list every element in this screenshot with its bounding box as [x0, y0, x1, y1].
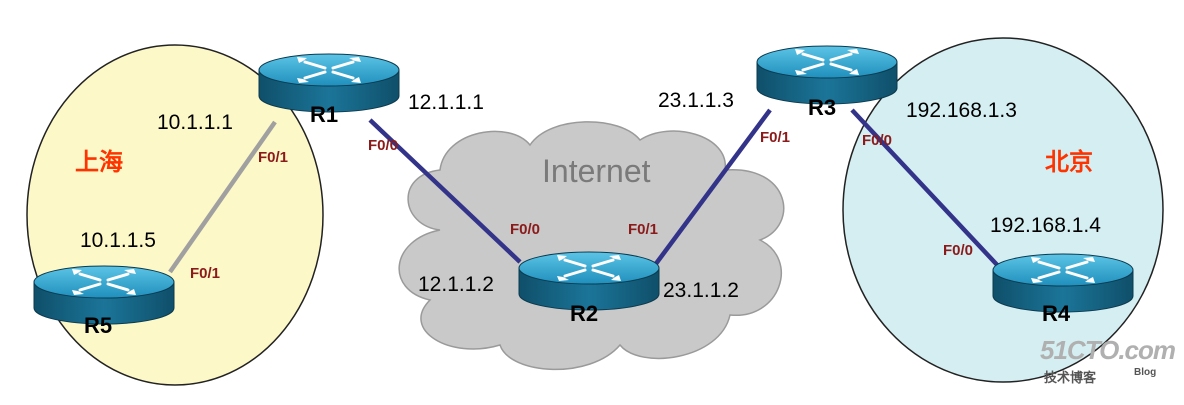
r1-name: R1: [310, 102, 339, 127]
r1-port-left: F0/1: [258, 149, 289, 166]
r2-ip-left: 12.1.1.2: [418, 273, 494, 296]
internet-label: Internet: [542, 153, 651, 189]
watermark-subtitle: 技术博客: [1044, 371, 1097, 386]
r1-ip-right: 12.1.1.1: [408, 91, 484, 114]
watermark-logo: 51CTO.com: [1040, 335, 1176, 365]
internet-cloud: [398, 121, 785, 371]
r4-ip: 192.168.1.4: [990, 214, 1101, 237]
r3-ip-left: 23.1.1.3: [658, 89, 734, 112]
link-r1-r5: [168, 120, 277, 274]
r2-port-right: F0/1: [628, 221, 659, 238]
shanghai-label: 上海: [75, 148, 123, 176]
r2-name: R2: [570, 301, 599, 326]
r3-port-right: F0/0: [862, 132, 893, 149]
watermark-blog: Blog: [1134, 367, 1157, 378]
r3-name: R3: [808, 95, 837, 120]
r4-name: R4: [1042, 301, 1071, 326]
r2-port-left: F0/0: [510, 221, 541, 238]
link-r3-r4: [850, 108, 1002, 270]
r5-port: F0/1: [190, 265, 221, 282]
r3-ip-right: 192.168.1.3: [906, 99, 1017, 122]
r3-port-left: F0/1: [760, 129, 791, 146]
beijing-label: 北京: [1045, 148, 1093, 176]
r1-port-right: F0/0: [368, 137, 399, 154]
r2-ip-right: 23.1.1.2: [663, 279, 739, 302]
link-r2-r3: [653, 108, 772, 267]
link-r1-r2: [368, 118, 522, 264]
r5-ip: 10.1.1.5: [80, 229, 156, 252]
r5-name: R5: [84, 313, 113, 338]
r1-ip-left: 10.1.1.1: [157, 111, 233, 134]
r4-port: F0/0: [943, 242, 974, 259]
